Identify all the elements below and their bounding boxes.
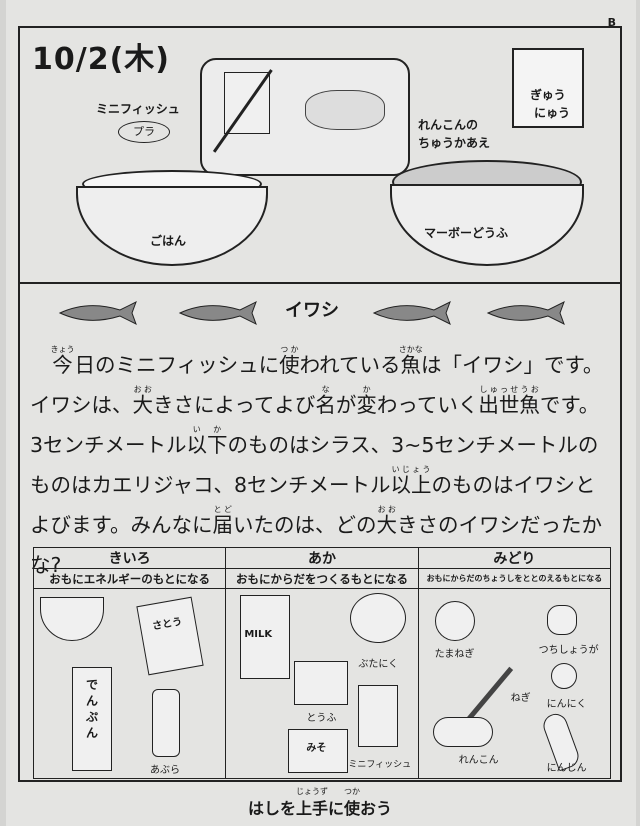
sugar-bag-icon	[136, 596, 204, 676]
food-label: あぶら	[150, 765, 180, 776]
furigana-word: 名な	[315, 385, 336, 417]
sardine-icon	[178, 300, 257, 326]
food-label: でんぷん	[86, 678, 99, 740]
sardine-icon	[58, 300, 137, 326]
footer-motto: じょうず つか はしを上手に使おう	[248, 786, 392, 820]
renkon-label-2: ちゅうかあえ	[418, 136, 491, 150]
version-badge: B	[607, 16, 616, 29]
group-green-foods: たまねぎ つちしょうが ねぎ にんにく れんこん にんじん	[417, 588, 612, 779]
mabo-label: マーボーどうふ	[424, 226, 509, 240]
garlic-icon	[550, 663, 577, 689]
renkon-label: れんこんの	[418, 118, 479, 132]
furigana-word: 大おお	[376, 505, 397, 537]
food-label: MILK	[244, 629, 273, 640]
milk-label-2: にゅう	[534, 106, 571, 120]
worksheet-frame	[18, 26, 622, 782]
group-red-foods: MILK ぶたにく とうふ みそ ミニフィッシュ	[225, 588, 419, 779]
food-groups-table: きいろ あか みどり おもにエネルギーのもとになる おもにからだをつくるもとにな…	[32, 547, 612, 779]
group-yellow-foods: さとう でんぷん あぶら	[32, 588, 227, 779]
date-heading: 10/2(木)	[32, 42, 171, 77]
fish-banner	[20, 282, 620, 340]
furigana-word: 届とど	[212, 505, 233, 537]
milk-carton-icon	[512, 48, 584, 128]
plastic-tag: プラ	[118, 121, 170, 143]
furigana-word: 以下いか	[186, 425, 228, 457]
renkon-dish-icon	[305, 90, 385, 130]
sardine-icon	[372, 300, 451, 326]
sardine-icon	[486, 300, 565, 326]
group-red-header: あか	[225, 547, 419, 569]
food-label: ねぎ	[510, 693, 531, 704]
onion-icon	[434, 601, 475, 641]
fish-title: イワシ	[285, 300, 339, 321]
rice-icon	[40, 597, 104, 641]
fish-package-icon	[358, 685, 399, 747]
mini-fish-label: ミニフィッシュ	[96, 102, 180, 116]
furigana-word: 大おお	[132, 385, 154, 417]
food-label: みそ	[306, 743, 327, 754]
group-green-desc: おもにからだのちょうしをととのえるもとになる	[417, 568, 612, 589]
food-label: つちしょうが	[538, 645, 599, 656]
starch-bag-icon	[72, 667, 112, 771]
oil-bottle-icon	[152, 689, 180, 757]
food-label: ミニフィッシュ	[348, 760, 412, 770]
milk-carton-icon	[240, 595, 291, 679]
rice-label: ごはん	[150, 234, 187, 248]
lotus-root-icon	[432, 717, 493, 747]
motto-text: はしを上手に使おう	[248, 799, 393, 818]
group-green-header: みどり	[417, 547, 612, 569]
pig-icon	[350, 593, 407, 643]
food-label: にんじん	[546, 763, 587, 774]
ginger-icon	[546, 605, 577, 635]
food-label: とうふ	[306, 713, 337, 724]
food-label: にんにく	[546, 699, 587, 710]
furigana-word: 今きょう	[50, 345, 75, 377]
group-yellow-header: きいろ	[32, 547, 227, 569]
food-label: れんこん	[458, 755, 499, 766]
motto-furigana-jouzu: じょうず	[296, 787, 328, 796]
milk-label: ぎゅう	[530, 88, 566, 102]
furigana-word: 以上いじょう	[390, 465, 432, 497]
furigana-word: 出世魚しゅっせうお	[478, 385, 540, 417]
group-red-desc: おもにからだをつくるもとになる	[225, 568, 419, 589]
furigana-word: 日	[74, 353, 96, 377]
motto-furigana-tsuka: つか	[344, 787, 360, 796]
food-label: たまねぎ	[434, 649, 475, 660]
furigana-word: 変か	[356, 385, 377, 417]
furigana-word: 魚さかな	[398, 345, 423, 377]
tofu-icon	[294, 661, 349, 705]
group-yellow-desc: おもにエネルギーのもとになる	[32, 568, 227, 589]
furigana-word: 使つか	[279, 345, 300, 377]
miso-container-icon	[288, 729, 349, 773]
food-label: ぶたにく	[358, 659, 399, 670]
